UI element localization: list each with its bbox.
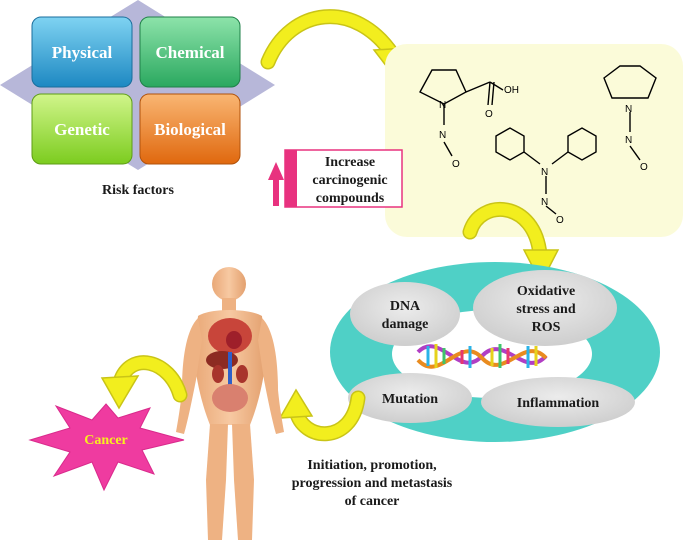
genetic-tile-label: Genetic [54, 120, 110, 139]
body-kidney-left [212, 365, 224, 383]
increase-arrow-icon [268, 162, 284, 206]
body-kidney-right [236, 365, 248, 383]
proline-n-label: N [439, 100, 446, 111]
arrow-mechanisms-to-body [278, 388, 366, 442]
body-left-leg [206, 424, 228, 540]
increase-line-2: carcinogenic [312, 173, 387, 188]
body-aorta [228, 352, 232, 392]
body-heart [226, 331, 242, 349]
genetic-tile [31, 93, 133, 165]
body-head [212, 267, 246, 301]
body-intestines [212, 384, 248, 412]
piperidine-nitroso-o-label: O [640, 162, 648, 173]
dna-damage-oval [350, 282, 460, 346]
body-left-arm [176, 318, 202, 434]
piperidine-n-label: N [625, 104, 632, 115]
oxidative-line-1: Oxidative [517, 284, 575, 299]
oxidative-line-3: ROS [532, 320, 561, 335]
proline-carbonyl-o-label: O [485, 109, 493, 120]
increase-line-3: compounds [316, 191, 385, 206]
biological-tile [139, 93, 241, 165]
n-nitrosoproline-structure [419, 69, 504, 157]
outcome-line-2: progression and metastasis [292, 476, 453, 491]
inflammation-oval [481, 377, 635, 427]
chemical-structures-panel: OH O N N O N N O N N O [385, 44, 683, 237]
risk-factors-group: Physical Chemical Genetic Biological Ris… [0, 0, 275, 198]
increase-line-1: Increase [325, 155, 375, 170]
outcome-line-3: of cancer [345, 494, 400, 509]
proline-oh-label: OH [504, 85, 519, 96]
physical-tile-label: Physical [52, 43, 113, 62]
chemical-tile-label: Chemical [156, 43, 225, 62]
n-nitrosopiperidine-structure [603, 65, 657, 161]
human-body-figure [176, 267, 284, 540]
cancer-star-shape [28, 403, 185, 492]
chemical-tile [139, 16, 241, 88]
biological-tile-label: Biological [154, 120, 226, 139]
mutation-label: Mutation [382, 392, 438, 407]
body-liver [206, 351, 238, 369]
dna-damage-line-2: damage [382, 317, 429, 332]
diphenyl-nitroso-o-label: O [556, 215, 564, 226]
inflammation-label: Inflammation [517, 396, 600, 411]
oxidative-stress-oval [473, 270, 617, 346]
oxidative-line-2: stress and [516, 302, 575, 317]
n-nitrosodiphenylamine-structure [495, 127, 597, 215]
outcome-caption: Initiation, promotion, progression and m… [292, 458, 453, 509]
cancer-label: Cancer [84, 433, 128, 448]
body-neck [222, 298, 236, 312]
increase-box-bg [284, 149, 403, 208]
increase-carcinogenic-box: Increase carcinogenic compounds [268, 149, 403, 208]
outcome-line-1: Initiation, promotion, [307, 458, 436, 473]
mechanisms-ring: DNA damage Oxidative stress and ROS Muta… [330, 262, 660, 442]
proline-nitroso-n-label: N [439, 130, 446, 141]
arrow-chemicals-to-mechanisms [462, 202, 560, 285]
chemical-panel-bg [385, 44, 683, 237]
mutation-oval [348, 373, 472, 423]
piperidine-nitroso-n-label: N [625, 135, 632, 146]
dna-damage-line-1: DNA [390, 299, 421, 314]
arrow-body-to-cancer [100, 355, 188, 410]
proline-nitroso-o-label: O [452, 159, 460, 170]
diphenyl-nitroso-n-label: N [541, 197, 548, 208]
increase-box-bar [285, 150, 297, 207]
risk-factors-caption: Risk factors [102, 183, 174, 198]
diphenyl-n-label: N [541, 167, 548, 178]
dna-helix-icon [416, 344, 548, 369]
cancer-starburst: Cancer [28, 403, 185, 492]
body-right-leg [232, 424, 254, 540]
body-right-arm [258, 318, 284, 434]
physical-tile [31, 16, 133, 88]
